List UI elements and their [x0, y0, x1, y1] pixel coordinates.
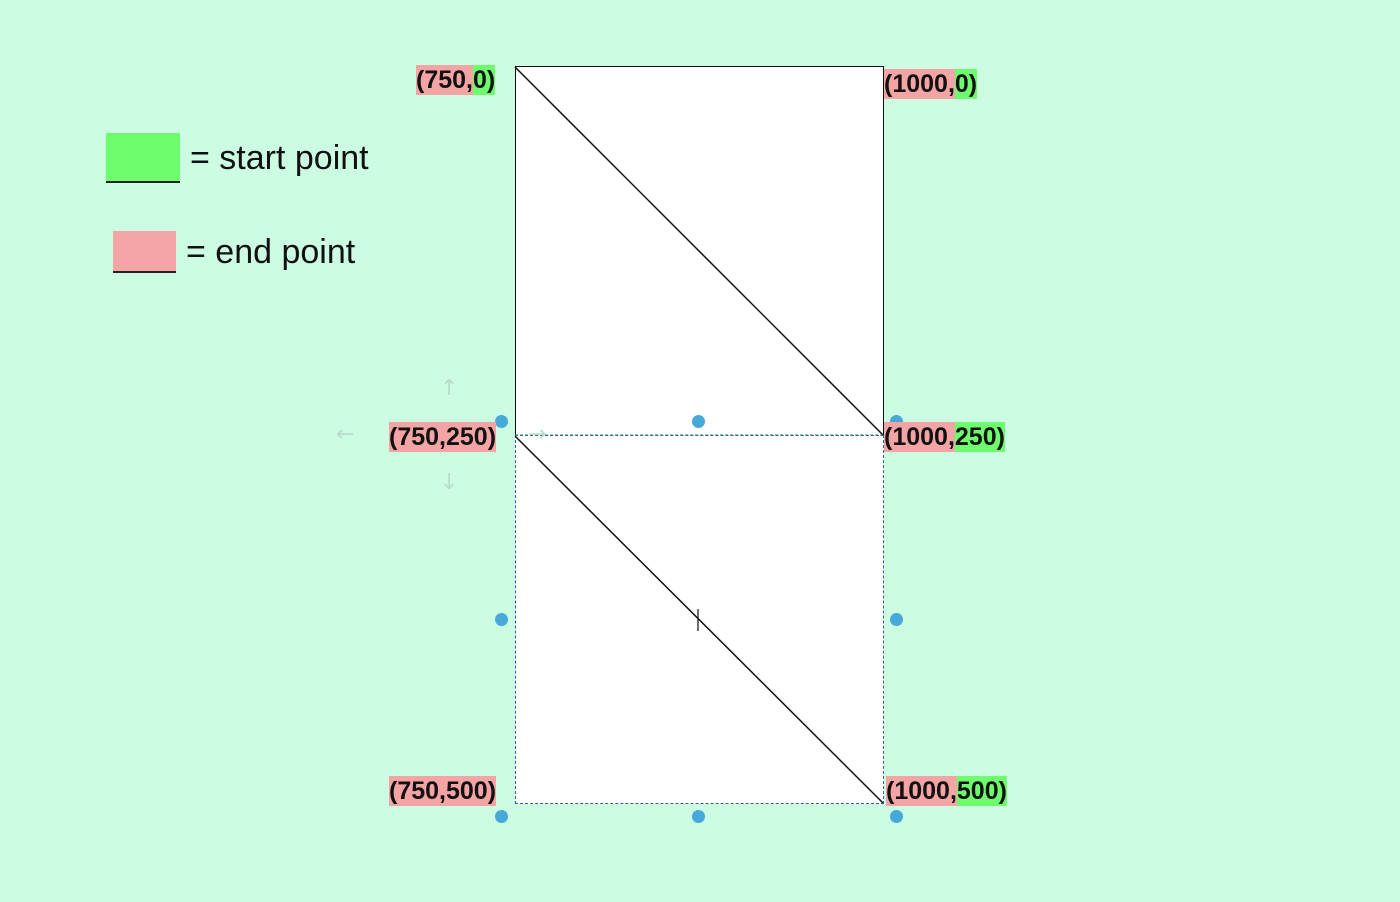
handle-bottom-center[interactable]: [692, 810, 705, 823]
coord-top-right-close: ): [968, 69, 978, 99]
handle-middle-left[interactable]: [495, 613, 508, 626]
coord-bottom-right: (1000,500): [886, 776, 1007, 806]
coord-middle-right-x: (1000,: [884, 422, 955, 452]
end-swatch: [113, 231, 176, 273]
coord-top-left-x: (750,: [416, 65, 473, 95]
arrow-left-icon[interactable]: ←: [336, 422, 355, 447]
handle-bottom-left[interactable]: [495, 810, 508, 823]
coord-bottom-right-close: ): [998, 776, 1007, 806]
coord-top-left-y: 0): [472, 65, 496, 95]
top-diagonal: [514, 66, 884, 436]
coord-middle-left-text: (750,250): [389, 422, 497, 452]
legend-start: = start point: [106, 133, 369, 183]
coord-bottom-left: (750,500): [389, 776, 497, 806]
coord-middle-right-y: 250: [954, 422, 997, 452]
arrow-up-icon[interactable]: ↑: [440, 376, 459, 401]
handle-middle-right[interactable]: [890, 613, 903, 626]
coord-top-right-y: 0: [954, 69, 969, 99]
legend-start-label: = start point: [190, 138, 369, 177]
coord-bottom-right-y: 500: [956, 776, 999, 806]
coord-middle-right: (1000,250): [884, 422, 1005, 452]
coord-top-left: (750, 0): [416, 65, 496, 95]
coord-middle-left: (750,250): [389, 422, 497, 452]
start-swatch: [106, 133, 180, 183]
handle-bottom-right[interactable]: [890, 810, 903, 823]
coord-bottom-right-x: (1000,: [886, 776, 957, 806]
coord-top-right-x: (1000,: [884, 69, 955, 99]
handle-top-center[interactable]: [692, 415, 705, 428]
legend-end-label: = end point: [186, 232, 356, 271]
coord-bottom-left-text: (750,500): [389, 776, 497, 806]
bottom-diagonal: [514, 435, 884, 804]
arrow-right-icon[interactable]: →: [528, 422, 547, 447]
arrow-down-icon[interactable]: ↓: [440, 470, 459, 495]
coord-middle-right-close: ): [996, 422, 1005, 452]
legend-end: = end point: [113, 231, 355, 273]
coord-top-right: (1000,0): [884, 69, 978, 99]
handle-top-left[interactable]: [495, 415, 508, 428]
